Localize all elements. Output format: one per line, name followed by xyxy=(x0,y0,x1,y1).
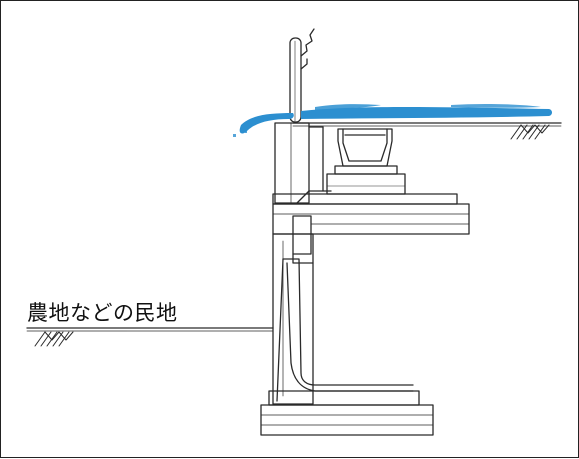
u-gutter xyxy=(326,128,406,195)
vertical-wall xyxy=(272,215,314,405)
retaining-wall-upper xyxy=(274,122,332,204)
inner-l-wall xyxy=(276,258,414,402)
farmland-ground-label: 農地などの民地 xyxy=(27,301,178,325)
lower-ground-line xyxy=(26,327,274,332)
upper-ground-line xyxy=(292,122,562,127)
upper-slab xyxy=(272,193,470,235)
bottom-footing xyxy=(260,390,434,436)
upper-ground-hatch xyxy=(510,124,550,140)
lower-ground-hatch xyxy=(34,331,74,347)
guard-rail-post xyxy=(289,28,315,123)
water-overflow xyxy=(233,103,552,137)
